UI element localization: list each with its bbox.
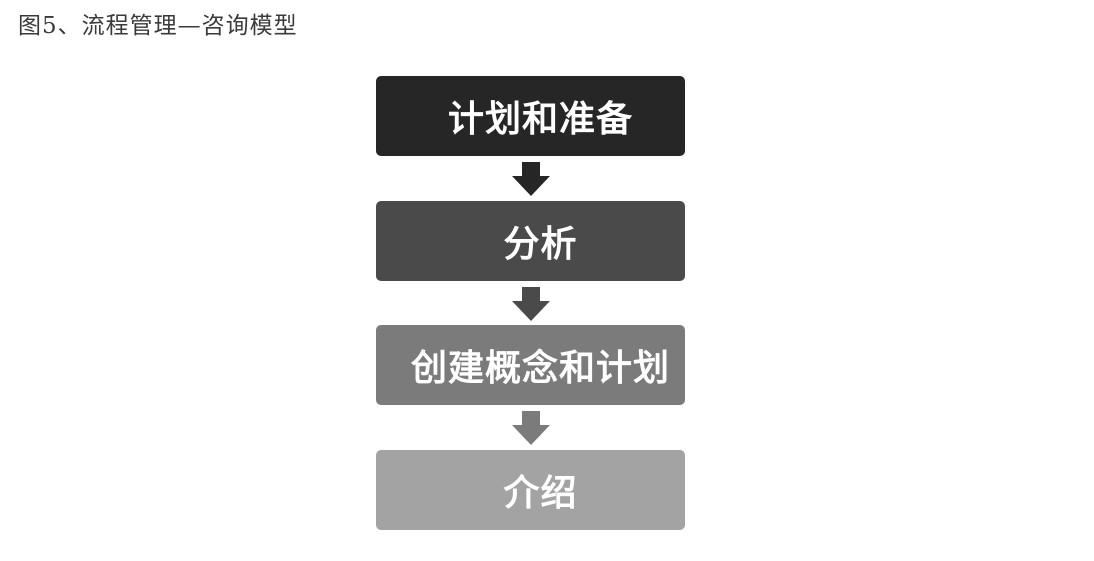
step-plan-prepare: 计划和准备 (376, 76, 685, 156)
step-analysis: 分析 (376, 201, 685, 281)
arrow-shape (512, 411, 550, 445)
arrow-shape (512, 287, 550, 321)
down-arrow-icon (512, 411, 550, 445)
step-label: 计划和准备 (447, 98, 633, 140)
down-arrow-icon (512, 162, 550, 196)
step-label: 创建概念和计划 (410, 347, 670, 389)
step-introduction: 介绍 (376, 450, 685, 530)
arrow-shape (512, 162, 550, 196)
step-create-concept-plan: 创建概念和计划 (376, 325, 685, 405)
step-label: 介绍 (503, 472, 578, 514)
figure-caption: 图5、流程管理—咨询模型 (18, 13, 298, 39)
down-arrow-icon (512, 287, 550, 321)
step-label: 分析 (503, 223, 578, 265)
